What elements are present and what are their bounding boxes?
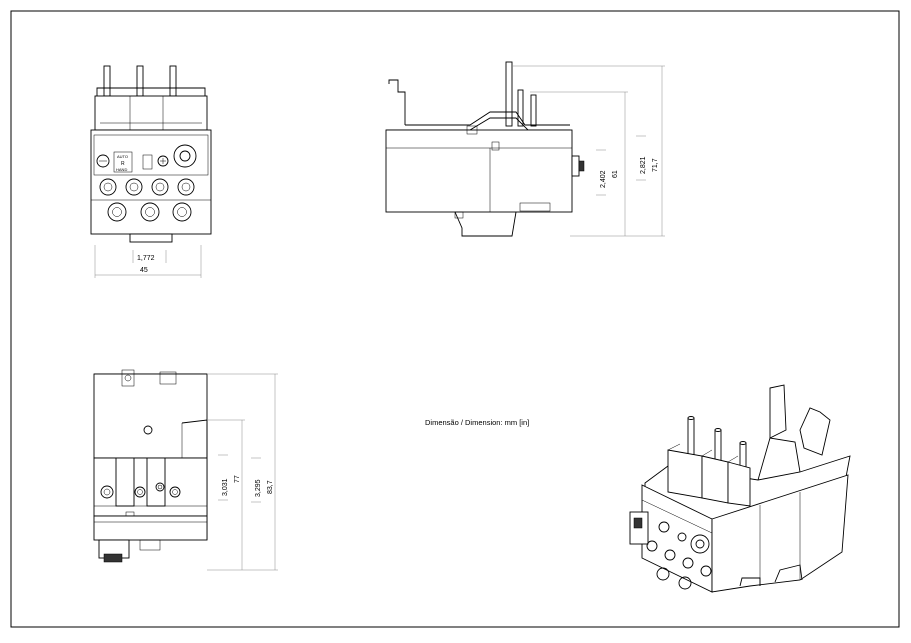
front-width-in: 1,772 <box>137 255 155 262</box>
top-total-in: 3,295 <box>255 479 262 497</box>
top-view: 3,031 77 3,295 83,7 <box>93 369 278 571</box>
side-height-mm: 61 <box>612 170 619 178</box>
top-depth-mm: 77 <box>234 475 241 483</box>
terminal-screws-lower <box>107 202 192 222</box>
dimension-note: Dimensão / Dimension: mm [in] <box>425 418 529 427</box>
isometric-view <box>629 384 851 593</box>
hand-label: HAND <box>116 167 127 172</box>
side-height-in: 2,402 <box>600 170 607 188</box>
top-depth-in: 3,031 <box>222 478 229 496</box>
terminal-screws-upper <box>99 178 195 196</box>
front-width-mm: 45 <box>140 267 148 274</box>
side-total-mm: 71,7 <box>652 158 659 172</box>
reset-label: R <box>121 161 125 167</box>
auto-label: AUTO <box>117 154 128 159</box>
top-total-mm: 83,7 <box>267 480 274 494</box>
front-view: AUTO R HAND 1,772 45 <box>90 65 212 278</box>
side-total-in: 2,821 <box>640 156 647 174</box>
side-view: 2,402 61 2,821 71,7 <box>385 61 665 237</box>
sheet-border <box>10 10 900 628</box>
